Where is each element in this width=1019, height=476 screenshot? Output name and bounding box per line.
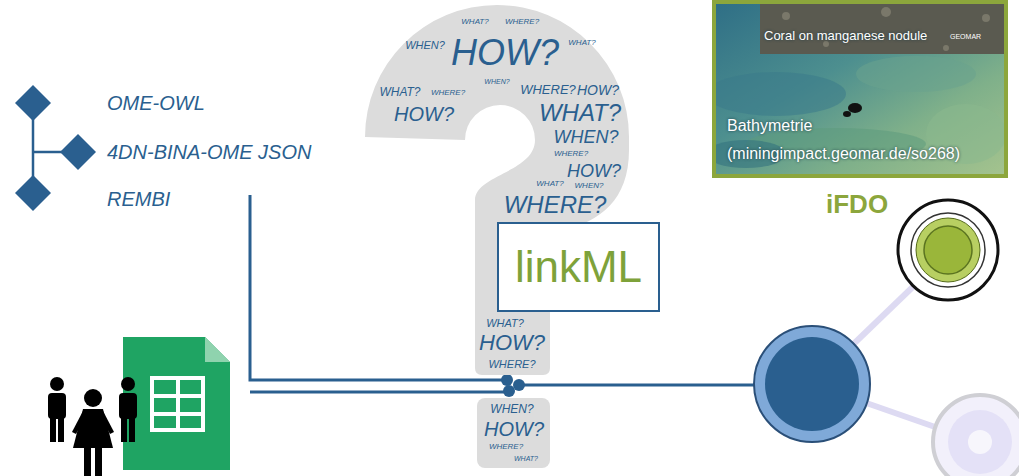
wire (516, 384, 760, 387)
question-word: WHAT? (379, 86, 420, 100)
person-arm (72, 411, 86, 434)
junction-dot (513, 379, 525, 391)
logo-box: linkML (497, 222, 660, 312)
dark-spot (843, 111, 851, 117)
people-icon (48, 377, 137, 476)
question-word: WHAT? (461, 17, 488, 26)
person-leg (58, 416, 64, 442)
question-word: WHEN? (575, 181, 604, 190)
question-word: WHERE? (488, 358, 535, 371)
sheet-cell (154, 398, 176, 412)
wire (250, 391, 506, 394)
question-word: HOW? (394, 103, 454, 126)
question-mark: WHAT?WHERE?WHEN?HOW?WHAT?WHEN?WHAT?WHERE… (360, 0, 665, 472)
question-word: HOW? (567, 161, 621, 182)
list-label: REMBI (107, 188, 170, 211)
sheet-cell (180, 380, 201, 394)
person-body (48, 393, 66, 419)
circle-core (765, 337, 859, 431)
target-circle: iFDO (820, 182, 1010, 307)
circle-center (968, 430, 992, 454)
target-ring (911, 213, 985, 287)
watermark: GEOMAR (950, 33, 981, 41)
person-leg (95, 446, 102, 476)
person-head (84, 389, 102, 407)
question-word: WHAT? (486, 317, 524, 330)
question-word: HOW? (451, 32, 559, 73)
question-word: WHERE? (431, 88, 465, 97)
sheet-grid (150, 376, 205, 432)
question-word: WHERE? (504, 191, 607, 219)
person-arm (100, 411, 114, 434)
nodule (943, 45, 949, 51)
sheet-cell (180, 398, 201, 412)
question-word: WHEN? (553, 127, 618, 148)
question-word: WHAT? (539, 99, 621, 127)
sheet-cell (154, 380, 176, 394)
person-leg (121, 416, 127, 442)
caption-text: Coral on manganese nodule (764, 29, 927, 44)
target-ring (924, 226, 972, 274)
list-label: OME-OWL (107, 92, 205, 115)
depth-patch (712, 72, 846, 116)
image-panel: Coral on manganese noduleBathymetrie (mi… (712, 0, 1008, 178)
depth-patch (856, 56, 976, 92)
seafloor-photo (760, 4, 1004, 54)
question-word: WHEN? (405, 39, 445, 52)
nodule (982, 14, 990, 22)
circle-core (948, 410, 1012, 474)
node-heading: iFDO (826, 190, 888, 220)
question-word: WHERE? (520, 83, 576, 98)
diamond-bullet (15, 85, 51, 121)
question-word: WHERE? (505, 17, 539, 26)
question-mark-body (365, 5, 629, 375)
target-ring (898, 200, 998, 300)
sheet-fold (205, 337, 230, 362)
person-dress (73, 409, 113, 448)
sheet-cell (154, 416, 176, 428)
question-word: HOW? (479, 330, 545, 355)
lavender-circle (933, 395, 1019, 476)
wire (250, 195, 506, 380)
nodule (881, 7, 891, 17)
blue-circle (754, 326, 870, 442)
person-leg (84, 446, 91, 476)
question-mark-dot (477, 398, 550, 468)
person-leg (50, 416, 56, 442)
circle-ring (754, 326, 870, 442)
person-head (121, 377, 135, 391)
sheet-cell (180, 416, 201, 428)
sheet-body (123, 337, 230, 470)
person-head (50, 377, 64, 391)
caption-text: Bathymetrie (miningimpact.geomar.de/so26… (727, 112, 999, 168)
question-word: HOW? (577, 82, 619, 98)
junction-dot (503, 385, 515, 397)
merge-wires (250, 195, 760, 392)
junction-dots (501, 374, 525, 397)
question-word: WHAT? (568, 38, 595, 47)
diamond-bullet (60, 134, 96, 170)
person-body (119, 393, 137, 419)
question-word: WHEN? (484, 78, 509, 86)
question-word: HOW? (484, 418, 544, 441)
junction-dot (501, 374, 513, 386)
question-word: WHEN? (490, 403, 533, 417)
question-word: WHERE? (554, 149, 588, 158)
dark-spot (848, 103, 862, 113)
circle-ring (933, 395, 1019, 476)
logo-text: linkML (515, 245, 642, 289)
list-label: 4DN-BINA-OME JSON (107, 141, 311, 164)
target-ring (916, 218, 980, 282)
question-word: WHAT? (536, 179, 563, 188)
question-word: WHAT? (514, 455, 538, 463)
spreadsheet-icon (123, 337, 230, 470)
question-word: WHERE? (489, 442, 523, 451)
person-leg (129, 416, 135, 442)
diamond-bullet (15, 175, 51, 211)
tree-icon (15, 85, 96, 211)
nodule (782, 12, 790, 20)
